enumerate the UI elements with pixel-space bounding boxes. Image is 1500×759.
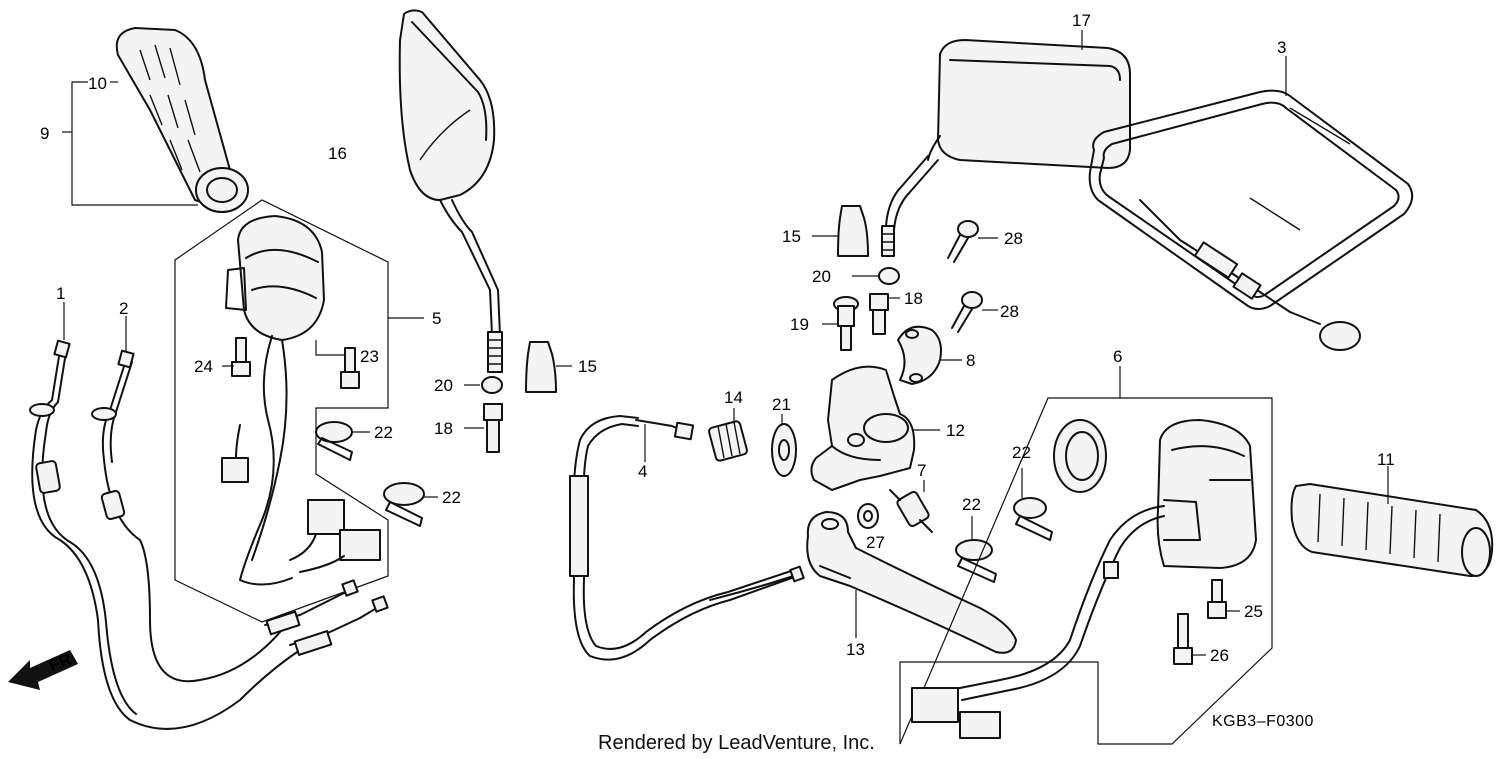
clutch-switch-7 [889,480,933,533]
callout-7: 7 [917,461,926,480]
callout-15-right: 15 [782,227,801,246]
callout-21: 21 [772,395,791,414]
grip-left [115,27,249,213]
screw-28-a [947,220,998,263]
callout-25: 25 [1244,602,1263,621]
callout-11: 11 [1377,450,1395,469]
callout-13: 13 [846,640,865,659]
callout-18-right: 18 [904,289,923,308]
nut-18-right [869,293,900,335]
mirror-left [398,9,503,373]
bolt-24 [222,337,251,377]
throttle-cables [29,302,389,730]
front-direction-label: FR. [46,648,79,676]
clamp-22-d [1013,468,1053,541]
callout-19: 19 [790,315,809,334]
lever-bracket-12 [810,365,940,491]
grip-right [1290,466,1494,577]
switch-housing-left [174,199,424,623]
screw-28-b [951,291,998,333]
bolt-23 [340,347,360,389]
callout-1: 1 [56,284,65,303]
choke-cable-3 [1088,56,1414,351]
adjuster-14 [708,408,748,462]
front-direction-arrow [8,650,78,690]
callout-20-right: 20 [812,267,831,286]
nut-18-left [464,403,503,453]
callout-3: 3 [1277,38,1286,57]
callout-8: 8 [966,351,975,370]
bolt-26 [1173,613,1206,665]
callout-26: 26 [1210,646,1229,665]
callout-22-d: 22 [1012,443,1031,462]
callout-10: 10 [88,74,107,93]
diagram-code: KGB3–F0300 [1212,713,1314,730]
clamp-22-c [955,516,997,583]
callout-9: 9 [40,124,49,143]
clamp-22-a [315,421,370,461]
bracket-9 [62,81,198,206]
clamp-8 [897,325,962,385]
callout-2: 2 [119,299,128,318]
callout-12: 12 [946,421,965,440]
callout-22-a: 22 [374,423,393,442]
callout-5: 5 [432,309,441,328]
callout-14: 14 [724,388,743,407]
callout-labels: 1 2 3 4 5 6 7 8 9 10 11 12 13 14 15 15 1… [40,11,1395,665]
clamp-22-b [383,482,438,527]
callout-15-left: 15 [578,357,597,376]
nut-20-right [852,267,900,285]
callout-16: 16 [328,144,347,163]
nut-21 [771,414,797,477]
callout-20-left: 20 [434,376,453,395]
mirror-right [881,30,1131,257]
callout-28-b: 28 [1000,302,1019,321]
switch-housing-right [899,366,1273,745]
clutch-cable [569,415,805,661]
callout-17: 17 [1072,11,1091,30]
callout-18-left: 18 [434,419,453,438]
callout-28-a: 28 [1004,229,1023,248]
bolt-25 [1207,579,1240,619]
callout-22-c: 22 [962,495,981,514]
nut-27 [857,503,879,529]
lever-13 [806,511,1017,654]
bolt-19 [822,296,859,351]
footer-credit: Rendered by LeadVenture, Inc. [598,732,875,754]
callout-6: 6 [1113,347,1122,366]
callout-23: 23 [360,347,379,366]
callout-22-b: 22 [442,488,461,507]
boot-15-left [525,341,572,393]
callout-4: 4 [638,462,647,481]
nut-20-left [464,376,503,394]
callout-27: 27 [866,533,885,552]
boot-15-right [812,205,869,257]
callout-24: 24 [194,357,213,376]
